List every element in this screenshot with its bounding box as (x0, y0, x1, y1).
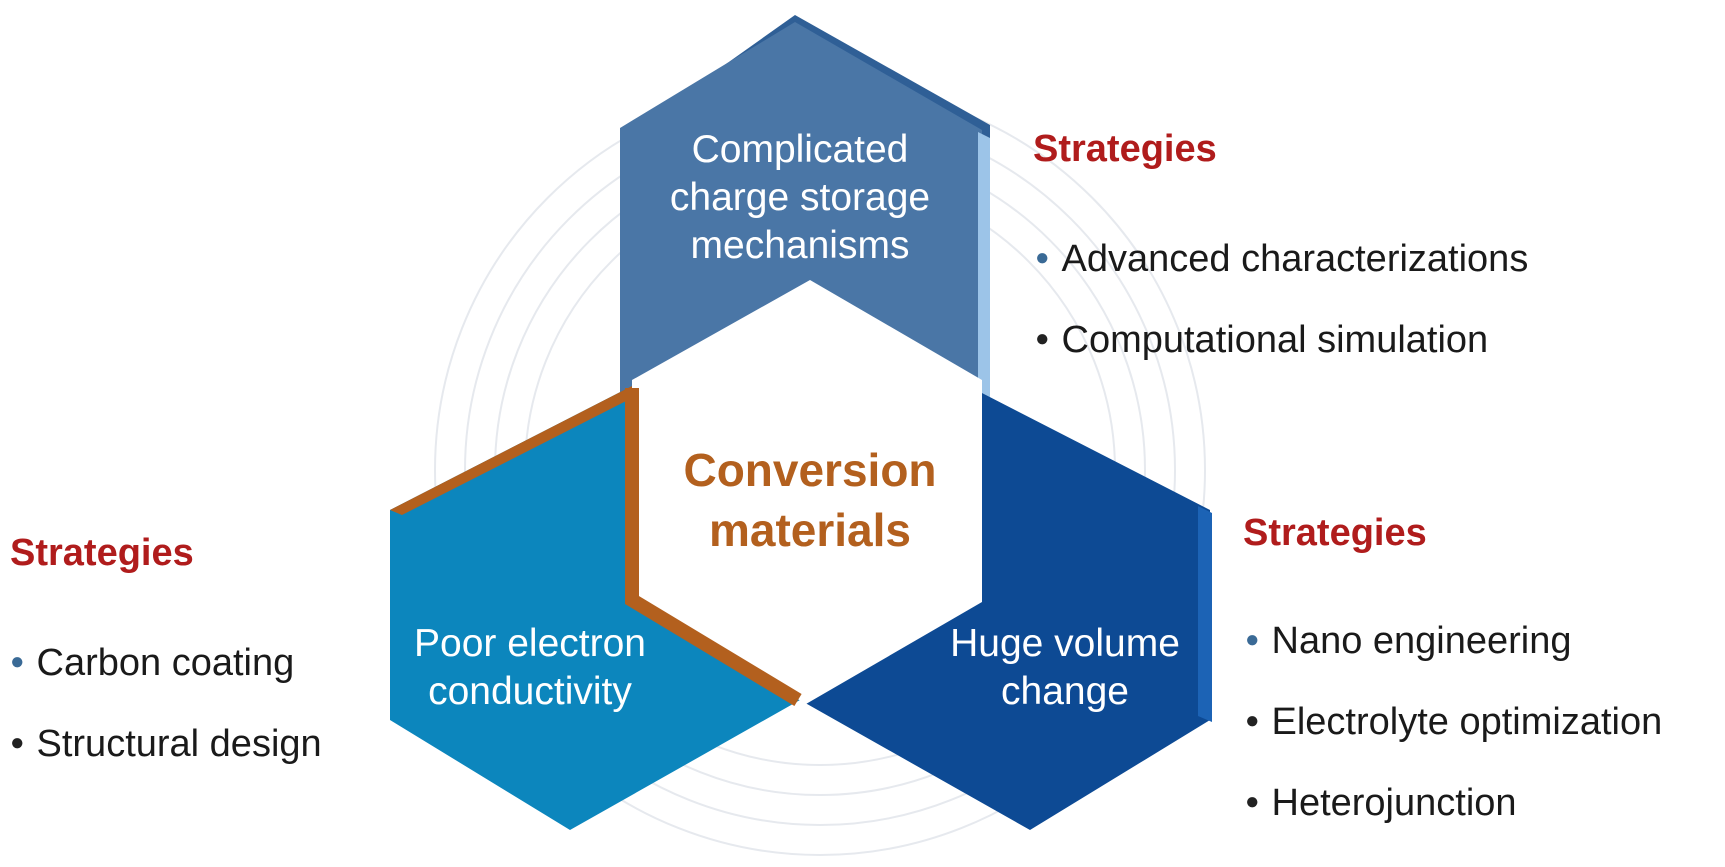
hexagon-top (620, 15, 990, 400)
strategy-item: ●Nano engineering (1245, 620, 1572, 662)
hexagon-right (800, 392, 1212, 830)
strategy-item: ●Carbon coating (10, 642, 295, 684)
strategies-left-title: Strategies (10, 532, 194, 574)
center-hexagon (625, 280, 982, 706)
hex-top-label: Complicated charge storage mechanisms (669, 128, 931, 267)
hex-right-label: Huge volume change (950, 622, 1180, 713)
strategies-top-list: ●Advanced characterizations ●Computation… (1035, 218, 1528, 380)
bullet-icon: ● (1035, 325, 1050, 352)
bullet-icon: ● (1035, 244, 1050, 271)
strategies-right-title: Strategies (1243, 512, 1427, 554)
bullet-icon: ● (10, 648, 25, 675)
hexagon-left (390, 386, 800, 830)
strategy-item: ●Electrolyte optimization (1245, 701, 1663, 743)
bullet-icon: ● (1245, 788, 1260, 815)
bullet-icon: ● (1245, 707, 1260, 734)
strategy-item: ●Computational simulation (1035, 319, 1489, 361)
hex-left-label: Poor electron conductivity (414, 622, 646, 713)
center-label: Conversion materials (683, 444, 937, 556)
strategies-top-title: Strategies (1033, 128, 1217, 170)
bullet-icon: ● (10, 729, 25, 756)
strategies-left-list: ●Carbon coating ●Structural design (10, 622, 322, 784)
bullet-icon: ● (1245, 626, 1260, 653)
strategy-item: ●Structural design (10, 723, 322, 765)
strategy-item: ●Advanced characterizations (1035, 238, 1529, 280)
strategy-item: ●Heterojunction (1245, 782, 1517, 824)
strategies-right-list: ●Nano engineering ●Electrolyte optimizat… (1245, 600, 1662, 843)
